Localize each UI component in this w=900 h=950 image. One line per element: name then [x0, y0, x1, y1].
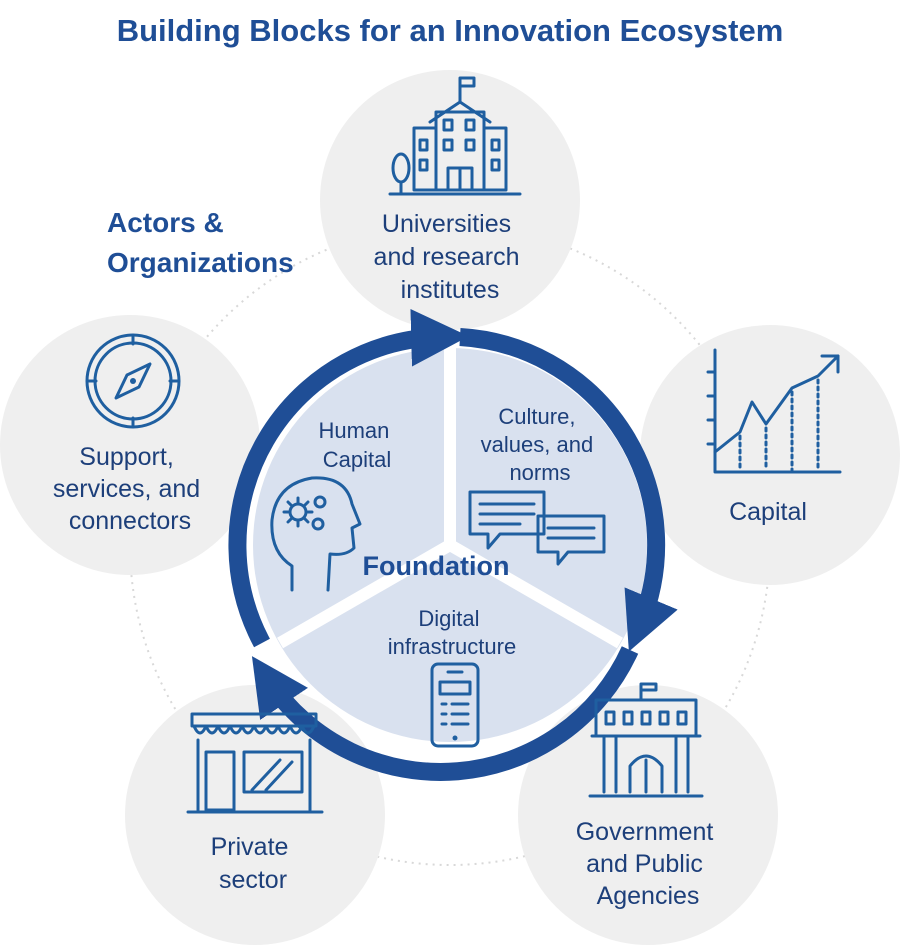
compass-icon — [85, 333, 181, 429]
smartphone-icon — [430, 662, 480, 748]
actors-heading: Actors & Organizations — [107, 207, 294, 278]
label-private: Private sector — [211, 833, 296, 894]
foundation-label: Foundation — [363, 551, 510, 581]
node-government — [518, 685, 778, 945]
ring-arrow-left — [228, 308, 469, 648]
diagram-title: Building Blocks for an Innovation Ecosys… — [117, 13, 784, 48]
ring-arrow-right — [459, 328, 678, 652]
node-universities — [320, 70, 580, 330]
label-capital: Capital — [729, 498, 807, 526]
node-private — [125, 685, 385, 945]
node-capital — [640, 325, 900, 585]
growth-chart-icon — [706, 348, 842, 474]
university-building-icon — [388, 76, 522, 196]
label-culture: Culture, values, and norms — [481, 404, 600, 485]
foundation-dividers — [277, 345, 623, 649]
label-digital: Digital infrastructure — [388, 606, 516, 659]
head-gears-icon — [270, 476, 362, 592]
government-building-icon — [588, 682, 704, 798]
label-human-capital: Human Capital — [318, 418, 395, 472]
storefront-icon — [186, 712, 324, 814]
label-government: Government and Public Agencies — [576, 818, 721, 910]
speech-bubbles-icon — [468, 490, 606, 566]
node-support — [0, 315, 260, 575]
label-universities: Universities and research institutes — [374, 210, 527, 304]
label-support: Support, services, and connectors — [53, 443, 207, 535]
